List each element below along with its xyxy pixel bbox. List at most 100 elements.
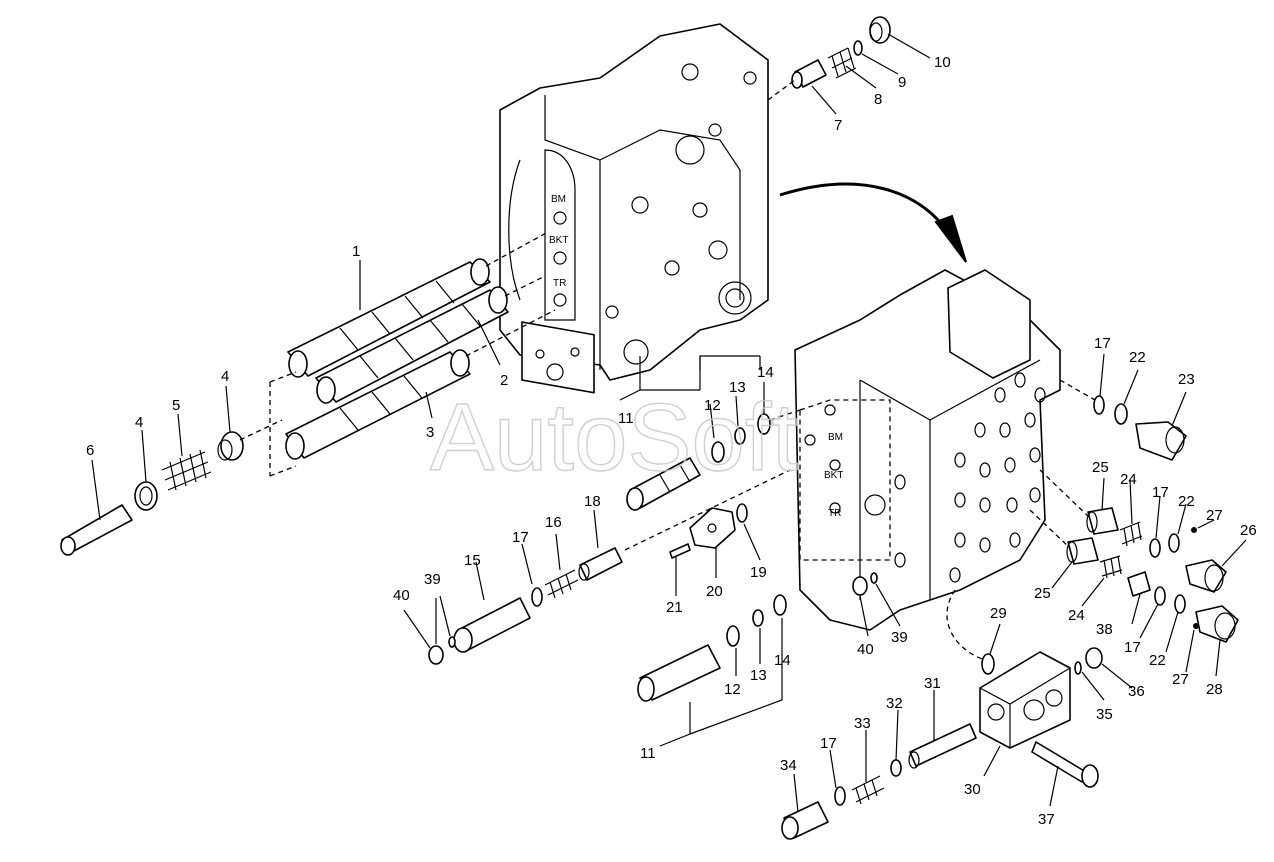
lower-label-bm: BM (828, 432, 843, 443)
spring-33 (851, 775, 885, 805)
callout-22-c: 22 (1149, 652, 1166, 669)
o-ring-17-lower (1154, 586, 1166, 606)
callout-18: 18 (584, 493, 601, 510)
washer-32 (890, 759, 902, 777)
block-label-tr: TR (553, 278, 566, 289)
spring-24-lower (1099, 555, 1123, 579)
plug-28 (1195, 605, 1239, 643)
callout-12-lower: 12 (724, 681, 741, 698)
callout-4-lower: 4 (135, 414, 143, 431)
o-ring-39-left (448, 636, 456, 648)
callout-2: 2 (500, 372, 508, 389)
callout-16: 16 (545, 514, 562, 531)
callout-40-left: 40 (393, 587, 410, 604)
piston-18 (578, 547, 623, 581)
relief-valve-11-upper (626, 457, 701, 511)
poppet-7 (791, 59, 827, 89)
plug-34 (781, 801, 829, 840)
seat-38 (1127, 571, 1151, 597)
lower-valve-body (794, 269, 1061, 631)
relief-valve-11-lower (637, 644, 721, 702)
spring-24-upper (1119, 521, 1143, 547)
plug-40-left (428, 645, 444, 665)
callout-3: 3 (426, 424, 434, 441)
callout-25-b: 25 (1034, 585, 1051, 602)
callout-36: 36 (1128, 683, 1145, 700)
o-ring-19 (736, 503, 748, 523)
callout-17-d: 17 (1124, 639, 1141, 656)
upper-valve-body (499, 23, 769, 394)
bolt-21 (669, 543, 691, 559)
bolt-37 (1031, 741, 1099, 788)
callout-22-a: 22 (1129, 349, 1146, 366)
lower-label-tr: TR (828, 508, 841, 519)
callout-40-right: 40 (857, 641, 874, 658)
callout-20: 20 (706, 583, 723, 600)
ball-27-lower (1193, 623, 1199, 629)
callout-15: 15 (464, 552, 481, 569)
callout-28: 28 (1206, 681, 1223, 698)
backup-ring-13-upper (734, 427, 746, 445)
plug-26 (1185, 559, 1227, 593)
backup-ring-22-lower (1174, 594, 1186, 614)
plug-40-right (852, 576, 868, 596)
callout-22-b: 22 (1178, 493, 1195, 510)
callout-19: 19 (750, 564, 767, 581)
callout-37: 37 (1038, 811, 1055, 828)
spring-5 (161, 449, 212, 491)
backup-ring-13-lower (752, 609, 764, 627)
callout-29: 29 (990, 605, 1007, 622)
callout-12-upper: 12 (704, 397, 721, 414)
plug-23 (1135, 421, 1187, 461)
callout-32: 32 (886, 695, 903, 712)
callout-21: 21 (666, 599, 683, 616)
callout-8: 8 (874, 91, 882, 108)
o-ring-17-top (1093, 395, 1105, 415)
o-ring-17-mid (1149, 538, 1161, 558)
callout-11-lower: 11 (640, 745, 656, 762)
callout-17-c: 17 (1152, 484, 1169, 501)
piston-25-lower (1066, 537, 1099, 565)
callout-17-e: 17 (820, 735, 837, 752)
o-ring-14-lower (773, 594, 787, 616)
block-label-bkt: BKT (549, 235, 568, 246)
callout-25-a: 25 (1092, 459, 1109, 476)
callout-6: 6 (86, 442, 94, 459)
plug-15 (453, 597, 531, 653)
o-ring-9 (853, 40, 863, 56)
watermark: AutoSoft (430, 384, 798, 491)
leader-lines (91, 33, 1247, 813)
callout-1: 1 (352, 243, 360, 260)
callout-39-right: 39 (891, 629, 908, 646)
spring-seat-4-upper (217, 431, 244, 461)
callout-4-upper: 4 (221, 368, 229, 385)
spool-2 (315, 286, 509, 404)
callout-39-left: 39 (424, 571, 441, 588)
cap-6 (60, 504, 133, 556)
callout-23: 23 (1178, 371, 1195, 388)
spool-31 (908, 723, 977, 769)
o-ring-17-bottom (834, 786, 846, 806)
callout-24-a: 24 (1120, 471, 1137, 488)
callout-10: 10 (934, 54, 951, 71)
spring-8 (827, 47, 857, 79)
block-label-bm: BM (551, 194, 566, 205)
lower-label-bkt: BKT (824, 470, 843, 481)
callout-24-b: 24 (1068, 607, 1085, 624)
o-ring-12-upper (711, 441, 725, 463)
plug-36 (1085, 647, 1103, 669)
o-ring-39-right (870, 572, 878, 584)
o-ring-12-lower (726, 625, 740, 647)
callout-38: 38 (1096, 621, 1113, 638)
backup-ring-22-top (1114, 403, 1128, 425)
callout-34: 34 (780, 757, 797, 774)
callout-13-lower: 13 (750, 667, 767, 684)
backup-ring-22-mid (1168, 533, 1180, 553)
curved-arrow-icon (779, 182, 967, 263)
callout-9: 9 (898, 74, 906, 91)
o-ring-35 (1074, 661, 1082, 675)
block-30 (979, 651, 1071, 749)
callout-27-b: 27 (1172, 671, 1189, 688)
piston-25-upper (1086, 507, 1119, 535)
cover-20 (689, 507, 736, 549)
